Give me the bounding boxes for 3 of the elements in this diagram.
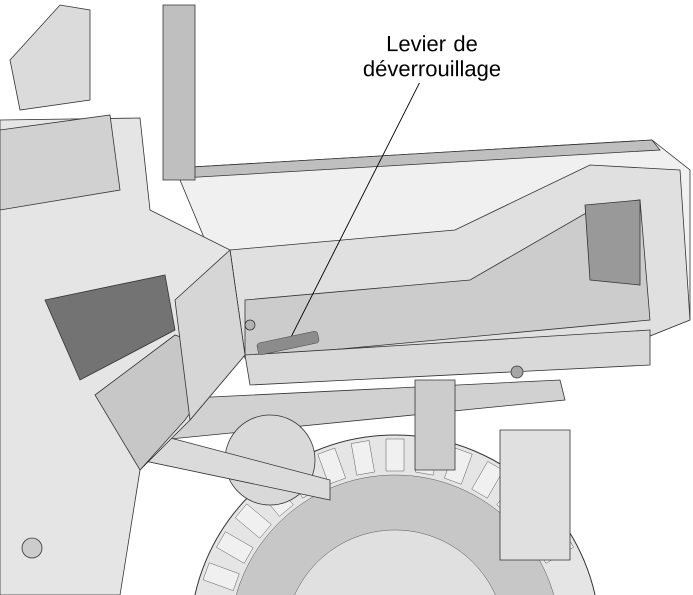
callout-label: Levier de déverrouillage <box>364 35 500 81</box>
leader-line <box>291 82 420 336</box>
release-lever <box>256 331 320 355</box>
